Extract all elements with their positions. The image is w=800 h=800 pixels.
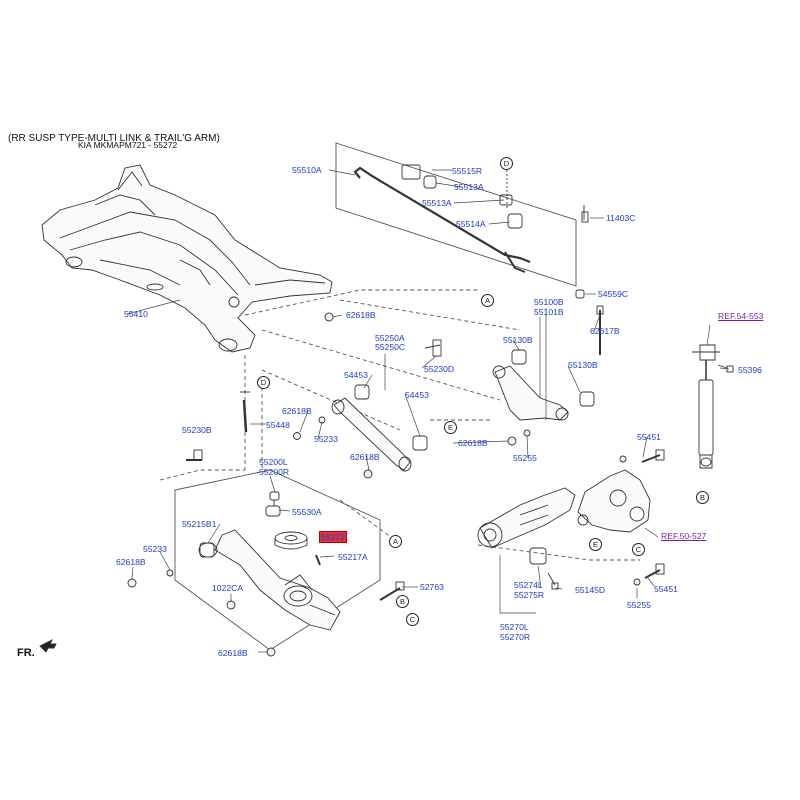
part-label-54453[interactable]: 54453	[405, 390, 429, 400]
part-label-62618B[interactable]: 62618B	[218, 648, 248, 658]
part-label-1022CA[interactable]: 1022CA	[212, 583, 244, 593]
part-label-11403C[interactable]: 11403C	[606, 213, 636, 223]
part-label-55530A[interactable]: 55530A	[292, 507, 322, 517]
callout-a: A	[389, 535, 402, 548]
part-label-55101B[interactable]: 55101B	[534, 307, 564, 317]
part-label-55130B[interactable]: 55130B	[503, 335, 533, 345]
callout-e: E	[444, 421, 457, 434]
ref-link-54-553[interactable]: REF.54-553	[718, 311, 764, 321]
front-direction-label: FR.	[17, 647, 35, 659]
part-label-55451[interactable]: 55451	[654, 584, 678, 594]
diagram-subtitle: KIA MKMAPM721 - 55272	[78, 140, 178, 150]
callout-b: B	[696, 491, 709, 504]
part-label-62618B[interactable]: 62618B	[350, 452, 380, 462]
callout-c: C	[406, 613, 419, 626]
part-label-55233[interactable]: 55233	[143, 544, 167, 554]
part-label-55217A[interactable]: 55217A	[338, 552, 368, 562]
part-label-55215B1[interactable]: 55215B1	[182, 519, 217, 529]
part-label-55274L[interactable]: 55274L	[514, 580, 543, 590]
crossmember-55410	[41, 164, 333, 353]
part-label-55270L[interactable]: 55270L	[500, 622, 529, 632]
part-label-55513A[interactable]: 55513A	[454, 182, 484, 192]
part-label-62618B[interactable]: 62618B	[282, 406, 312, 416]
part-label-62618B[interactable]: 62618B	[116, 557, 146, 567]
part-label-54453[interactable]: 54453	[344, 370, 368, 380]
part-label-55233[interactable]: 55233	[314, 434, 338, 444]
callout-e: E	[589, 538, 602, 551]
part-label-55448[interactable]: 55448	[266, 420, 290, 430]
part-label-55230D[interactable]: 55230D	[424, 364, 455, 374]
part-label-55272-highlighted[interactable]: 55272	[319, 531, 347, 543]
callout-b: B	[396, 595, 409, 608]
callout-c: C	[632, 543, 645, 556]
part-label-55200L[interactable]: 55200L	[259, 457, 288, 467]
part-label-62617B[interactable]: 62617B	[590, 326, 620, 336]
part-label-55230B[interactable]: 55230B	[182, 425, 212, 435]
part-label-55130B[interactable]: 55130B	[568, 360, 598, 370]
callout-a: A	[481, 294, 494, 307]
part-label-54559C[interactable]: 54559C	[598, 289, 629, 299]
part-label-55250A[interactable]: 55250A	[375, 333, 405, 343]
diagram-title: (RR SUSP TYPE-MULTI LINK & TRAIL'G ARM)	[8, 133, 220, 144]
part-label-55510A[interactable]: 55510A	[292, 165, 322, 175]
part-label-55200R[interactable]: 55200R	[259, 467, 290, 477]
part-label-55514A[interactable]: 55514A	[456, 219, 486, 229]
ref-link-50-527[interactable]: REF.50-527	[661, 531, 707, 541]
part-label-55513A[interactable]: 55513A	[422, 198, 452, 208]
part-label-55100B[interactable]: 55100B	[534, 297, 564, 307]
callout-d: D	[257, 376, 270, 389]
part-label-62618B[interactable]: 62618B	[346, 310, 376, 320]
part-label-55145D[interactable]: 55145D	[575, 585, 606, 595]
callout-d: D	[500, 157, 513, 170]
part-label-55410[interactable]: 55410	[124, 309, 148, 319]
part-label-55255[interactable]: 55255	[627, 600, 651, 610]
part-label-55270R[interactable]: 55270R	[500, 632, 531, 642]
part-label-55255[interactable]: 55255	[513, 453, 537, 463]
part-label-52763[interactable]: 52763	[420, 582, 444, 592]
part-label-55275R[interactable]: 55275R	[514, 590, 545, 600]
part-label-55250C[interactable]: 55250C	[375, 342, 406, 352]
part-label-55515R[interactable]: 55515R	[452, 166, 483, 176]
part-label-62618B[interactable]: 62618B	[458, 438, 488, 448]
part-label-55451[interactable]: 55451	[637, 432, 661, 442]
part-label-55396[interactable]: 55396	[738, 365, 762, 375]
